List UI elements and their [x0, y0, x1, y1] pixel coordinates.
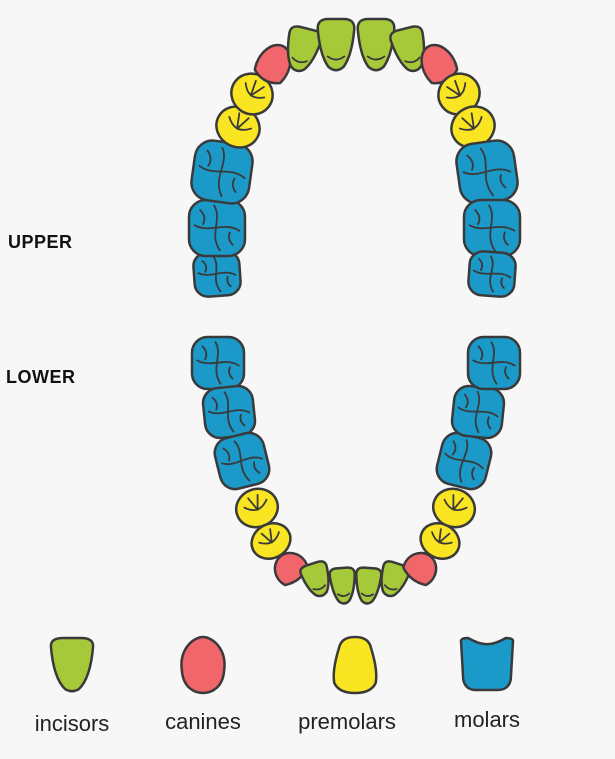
- legend-swatch-molar: [459, 636, 515, 692]
- upper-arch-label: UPPER: [8, 232, 73, 252]
- lower-incisor-tooth: [355, 566, 383, 605]
- upper-incisor-tooth: [356, 17, 396, 72]
- legend-swatch-canine: [180, 635, 226, 695]
- upper-arch: [187, 17, 522, 298]
- lower-arch: [190, 335, 522, 605]
- lower-molar-tooth: [466, 335, 522, 391]
- upper-incisor-tooth: [286, 25, 323, 73]
- upper-molar-tooth: [187, 198, 247, 258]
- upper-premolar-tooth: [215, 105, 261, 149]
- lower-incisor-tooth: [380, 560, 411, 598]
- lower-premolar-tooth: [431, 487, 477, 529]
- upper-molar-tooth: [462, 198, 522, 258]
- lower-premolar-tooth: [250, 522, 292, 560]
- upper-molar-tooth: [190, 139, 254, 205]
- lower-molar-tooth: [213, 431, 271, 491]
- legend-label-premolars: premolars: [298, 709, 396, 734]
- upper-molar-tooth: [455, 139, 519, 205]
- lower-incisor-tooth: [299, 560, 330, 598]
- lower-molar-tooth: [201, 384, 257, 440]
- legend-swatch-incisor: [49, 636, 95, 693]
- upper-incisor-tooth: [316, 17, 356, 72]
- lower-incisor-tooth: [328, 566, 356, 605]
- upper-premolar-tooth: [437, 72, 481, 116]
- legend-swatch-premolar: [332, 635, 378, 695]
- legend: [49, 635, 515, 695]
- legend-label-molars: molars: [453, 707, 521, 732]
- lower-canine-tooth: [273, 551, 309, 587]
- upper-molar-tooth: [192, 250, 242, 298]
- lower-premolar-tooth: [234, 487, 280, 529]
- legend-label-incisors: incisors: [34, 711, 110, 736]
- lower-canine-tooth: [402, 551, 438, 587]
- upper-molar-tooth: [467, 250, 517, 298]
- lower-molar-tooth: [190, 335, 246, 391]
- lower-arch-label: LOWER: [6, 367, 76, 387]
- lower-molar-tooth: [450, 384, 506, 440]
- legend-label-canines: canines: [165, 709, 241, 734]
